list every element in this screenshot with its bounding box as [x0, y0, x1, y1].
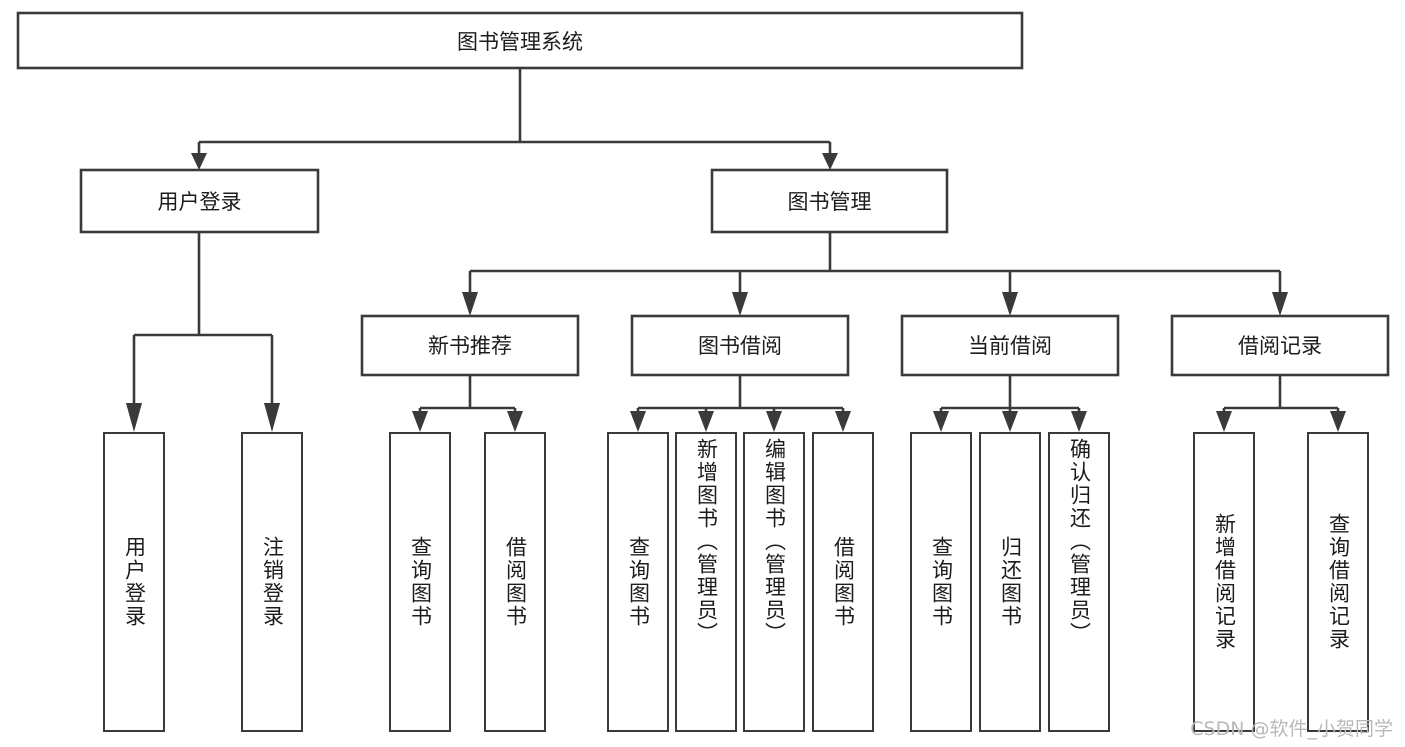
leaf-book-borrow-edit[interactable]: 编辑图书（管理员） — [743, 432, 805, 732]
leaf-label: 用户登录 — [122, 536, 147, 628]
leaf-label: 查询图书 — [929, 536, 954, 628]
leaf-new-book-borrow[interactable]: 借阅图书 — [484, 432, 546, 732]
node-root-rect[interactable] — [16, 11, 1024, 70]
leaf-records-query[interactable]: 查询借阅记录 — [1307, 432, 1369, 732]
leaf-label: 编辑图书（管理员） — [762, 438, 787, 645]
arrow-bb-1 — [630, 411, 646, 432]
leaf-label: 借阅图书 — [831, 536, 856, 628]
arrow-l3-4 — [1272, 292, 1288, 316]
arrow-book-manage — [822, 153, 838, 170]
arrow-cb-1 — [933, 411, 949, 432]
node-new-book-recommend[interactable]: 新书推荐 — [360, 314, 580, 377]
leaf-label: 注销登录 — [260, 536, 285, 628]
leaf-user-login-login[interactable]: 用户登录 — [103, 432, 165, 732]
leaf-user-login-logout[interactable]: 注销登录 — [241, 432, 303, 732]
arrow-bb-3 — [766, 411, 782, 432]
node-user-login-rect[interactable] — [79, 168, 320, 234]
node-book-manage-label: 图书管理 — [788, 190, 872, 214]
leaf-label: 查询图书 — [408, 536, 433, 628]
arrow-br-2 — [1330, 411, 1346, 432]
leaf-label: 新增借阅记录 — [1212, 513, 1237, 651]
node-new-book-recommend-label: 新书推荐 — [428, 334, 512, 358]
arrow-br-1 — [1216, 411, 1232, 432]
leaf-label: 借阅图书 — [503, 536, 528, 628]
arrow-l3-2 — [732, 292, 748, 316]
leaf-current-borrow-return[interactable]: 归还图书 — [979, 432, 1041, 732]
node-borrow-records[interactable]: 借阅记录 — [1170, 314, 1390, 377]
node-current-borrow-label: 当前借阅 — [968, 334, 1052, 358]
node-user-login[interactable]: 用户登录 — [79, 168, 320, 234]
leaf-current-borrow-query[interactable]: 查询图书 — [910, 432, 972, 732]
arrow-nb-1 — [412, 411, 428, 432]
node-new-book-recommend-rect[interactable] — [360, 314, 580, 377]
node-user-login-label: 用户登录 — [158, 190, 242, 214]
node-book-manage[interactable]: 图书管理 — [710, 168, 949, 234]
arrow-bb-4 — [835, 411, 851, 432]
leaf-label: 确认归还（管理员） — [1067, 438, 1092, 645]
node-book-borrow[interactable]: 图书借阅 — [630, 314, 850, 377]
arrow-leaf-ul-1 — [126, 403, 142, 432]
arrow-user-login — [191, 153, 207, 170]
arrow-cb-3 — [1071, 411, 1087, 432]
leaf-label: 查询借阅记录 — [1326, 513, 1351, 651]
leaf-label: 查询图书 — [626, 536, 651, 628]
node-borrow-records-rect[interactable] — [1170, 314, 1390, 377]
node-root-label: 图书管理系统 — [457, 30, 583, 54]
node-layer: 图书管理系统 用户登录 图书管理 新书推荐 图书借阅 当前 — [16, 11, 1390, 377]
leaf-label: 新增图书（管理员） — [694, 438, 719, 645]
leaf-label: 归还图书 — [998, 536, 1023, 628]
node-book-borrow-rect[interactable] — [630, 314, 850, 377]
node-book-borrow-label: 图书借阅 — [698, 334, 782, 358]
leaf-new-book-query[interactable]: 查询图书 — [389, 432, 451, 732]
leaf-book-borrow-borrow[interactable]: 借阅图书 — [812, 432, 874, 732]
leaf-records-add[interactable]: 新增借阅记录 — [1193, 432, 1255, 732]
arrow-nb-2 — [507, 411, 523, 432]
leaf-book-borrow-add[interactable]: 新增图书（管理员） — [675, 432, 737, 732]
node-current-borrow[interactable]: 当前借阅 — [900, 314, 1120, 377]
arrow-l3-3 — [1002, 292, 1018, 316]
arrow-bb-2 — [698, 411, 714, 432]
node-current-borrow-rect[interactable] — [900, 314, 1120, 377]
arrow-leaf-ul-2 — [264, 403, 280, 432]
node-book-manage-rect[interactable] — [710, 168, 949, 234]
connector-layer — [126, 68, 1346, 432]
arrow-l3-1 — [462, 292, 478, 316]
leaf-book-borrow-query[interactable]: 查询图书 — [607, 432, 669, 732]
node-root[interactable]: 图书管理系统 — [16, 11, 1024, 70]
node-borrow-records-label: 借阅记录 — [1238, 334, 1322, 358]
leaf-current-borrow-confirm[interactable]: 确认归还（管理员） — [1048, 432, 1110, 732]
arrow-cb-2 — [1002, 411, 1018, 432]
